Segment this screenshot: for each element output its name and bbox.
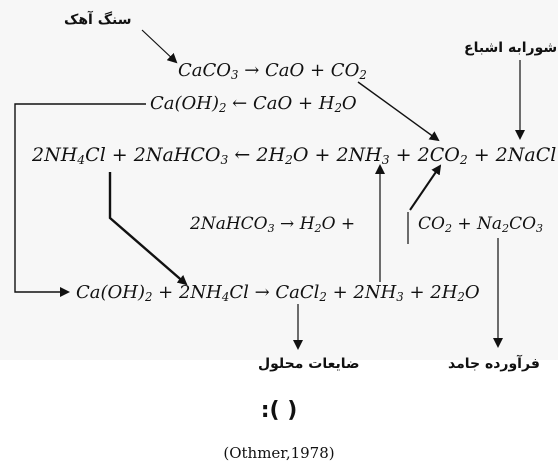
subscript: 2: [334, 100, 342, 115]
arrow-nh4cl-down: [108, 172, 188, 286]
subscript: 2: [314, 221, 322, 235]
label-solid-product: فرآورده جامد: [448, 356, 540, 372]
subscript: 3: [536, 221, 544, 235]
subscript: 2: [319, 289, 327, 304]
figure-source: (Othmer,1978): [223, 444, 335, 462]
subscript: 2: [145, 289, 153, 304]
equation-calcination: CaCO3 → CaO + CO2: [178, 60, 367, 82]
diagram-background: [0, 0, 558, 360]
arrow-limestone: [141, 29, 178, 64]
subscript: 3: [220, 153, 229, 168]
subscript: 2: [457, 289, 465, 304]
subscript: 2: [502, 221, 510, 235]
subscript: 2: [459, 153, 468, 168]
arrow-caoh2-loop: [14, 103, 146, 297]
subscript: 2: [359, 67, 367, 82]
subscript: 4: [221, 289, 230, 304]
subscript: 3: [396, 289, 404, 304]
subscript: 2: [285, 153, 293, 168]
equation-products: CO2 + Na2CO3: [418, 214, 544, 235]
equation-lime-slaking: Ca(OH)2 ← CaO + H2O: [150, 93, 357, 115]
subscript: 3: [231, 67, 239, 82]
subscript: 3: [381, 153, 390, 168]
subscript: 3: [267, 221, 275, 235]
equation-ammonia-recovery: Ca(OH)2 + 2NH4Cl → CaCl2 + 2NH3 + 2H2O: [76, 282, 480, 304]
label-limestone: سنگ آهک: [64, 12, 132, 28]
arrow-co2-recycle: [357, 81, 440, 142]
label-liquid-waste: ضایعات محلول: [258, 356, 360, 372]
label-brine: شورابه اشباع: [464, 40, 558, 56]
subscript: 2: [219, 100, 227, 115]
figure-caption: :( ): [260, 398, 298, 423]
arrow-co2-up: [409, 164, 442, 211]
equation-bicarbonate-decomposition: 2NaHCO3 → H2O +: [190, 214, 356, 235]
equation-carbonation: 2NH4Cl + 2NaHCO3 ← 2H2O + 2NH3 + 2CO2 + …: [32, 144, 557, 168]
subscript: 4: [77, 153, 86, 168]
subscript: 2: [444, 221, 452, 235]
